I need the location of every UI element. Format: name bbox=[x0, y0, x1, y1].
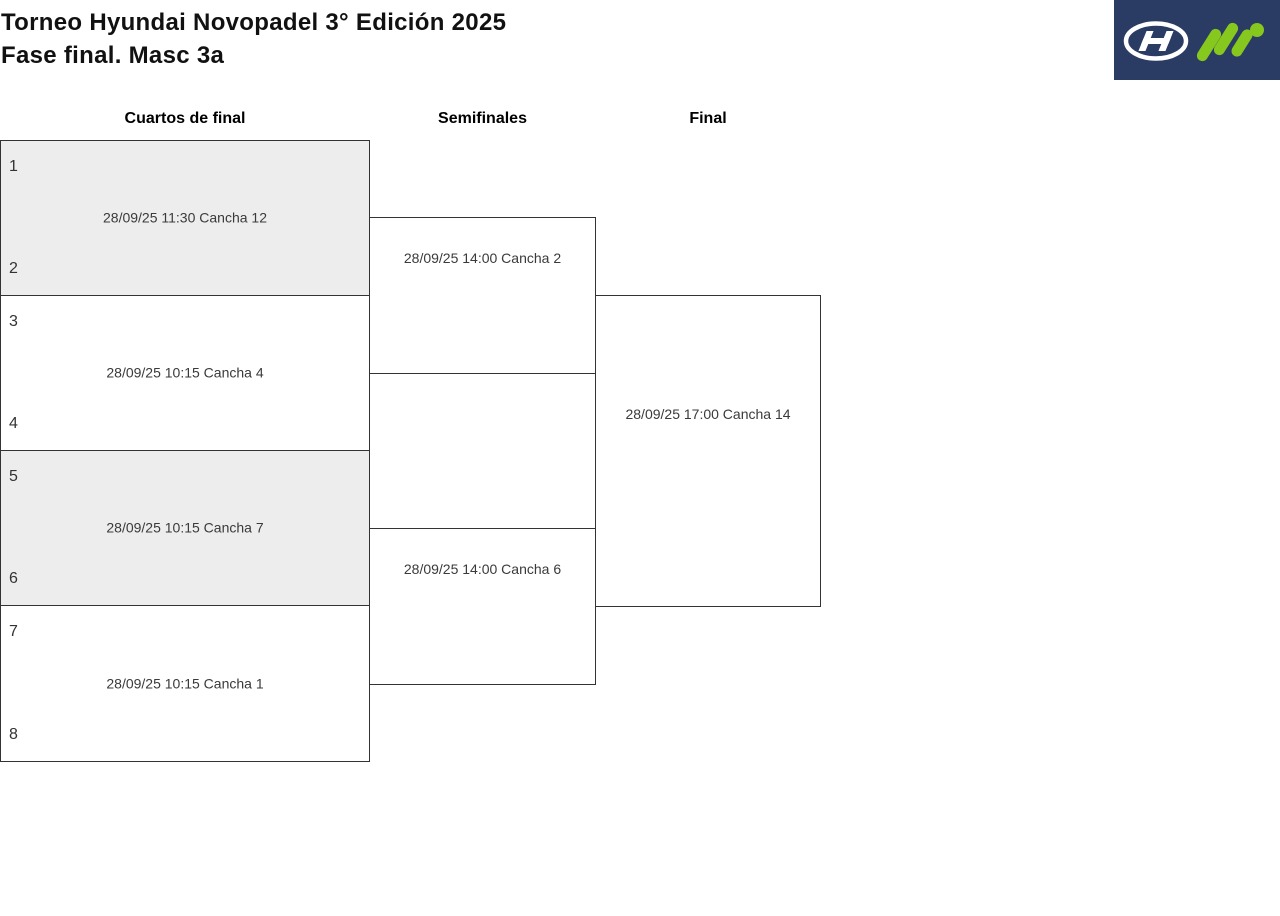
page-title-line1: Torneo Hyundai Novopadel 3° Edición 2025 bbox=[1, 9, 507, 36]
page-title: Torneo Hyundai Novopadel 3° Edición 2025… bbox=[1, 6, 506, 72]
match-schedule: 28/09/25 14:00 Cancha 2 bbox=[403, 250, 562, 266]
match-schedule: 28/09/25 10:15 Cancha 7 bbox=[106, 519, 264, 536]
match-quarterfinal-4: 7 28/09/25 10:15 Cancha 1 8 bbox=[0, 605, 370, 762]
match-schedule: 28/09/25 11:30 Cancha 12 bbox=[103, 209, 267, 226]
seed-number: 5 bbox=[9, 468, 18, 485]
match-schedule: 28/09/25 14:00 Cancha 6 bbox=[403, 561, 562, 577]
match-quarterfinal-3: 5 28/09/25 10:15 Cancha 7 6 bbox=[0, 450, 370, 606]
round-header-semifinales: Semifinales bbox=[438, 110, 527, 127]
match-quarterfinal-2: 3 28/09/25 10:15 Cancha 4 4 bbox=[0, 295, 370, 451]
match-schedule: 28/09/25 10:15 Cancha 4 bbox=[106, 364, 264, 381]
match-semifinal-1: 28/09/25 14:00 Cancha 2 bbox=[369, 217, 596, 374]
seed-number: 2 bbox=[9, 260, 18, 277]
match-final: 28/09/25 17:00 Cancha 14 bbox=[595, 295, 821, 607]
match-schedule: 28/09/25 17:00 Cancha 14 bbox=[625, 406, 791, 422]
match-schedule: 28/09/25 10:15 Cancha 1 bbox=[106, 675, 264, 691]
seed-number: 8 bbox=[9, 726, 18, 743]
seed-number: 7 bbox=[9, 623, 18, 640]
seed-number: 1 bbox=[9, 158, 18, 175]
sponsor-logo-box bbox=[1114, 0, 1280, 80]
round-header-cuartos-de-final: Cuartos de final bbox=[124, 110, 246, 127]
m-logo-icon bbox=[1196, 22, 1264, 62]
match-quarterfinal-1: 1 28/09/25 11:30 Cancha 12 2 bbox=[0, 140, 370, 296]
seed-number: 3 bbox=[9, 313, 18, 330]
seed-number: 6 bbox=[9, 570, 18, 587]
match-semifinal-2: 28/09/25 14:00 Cancha 6 bbox=[369, 528, 596, 685]
seed-number: 4 bbox=[9, 415, 18, 432]
round-header-final: Final bbox=[689, 110, 727, 127]
hyundai-logo-icon bbox=[1123, 21, 1189, 61]
page-title-line2: Fase final. Masc 3a bbox=[1, 42, 225, 69]
sponsor-logos-svg bbox=[1123, 21, 1264, 62]
